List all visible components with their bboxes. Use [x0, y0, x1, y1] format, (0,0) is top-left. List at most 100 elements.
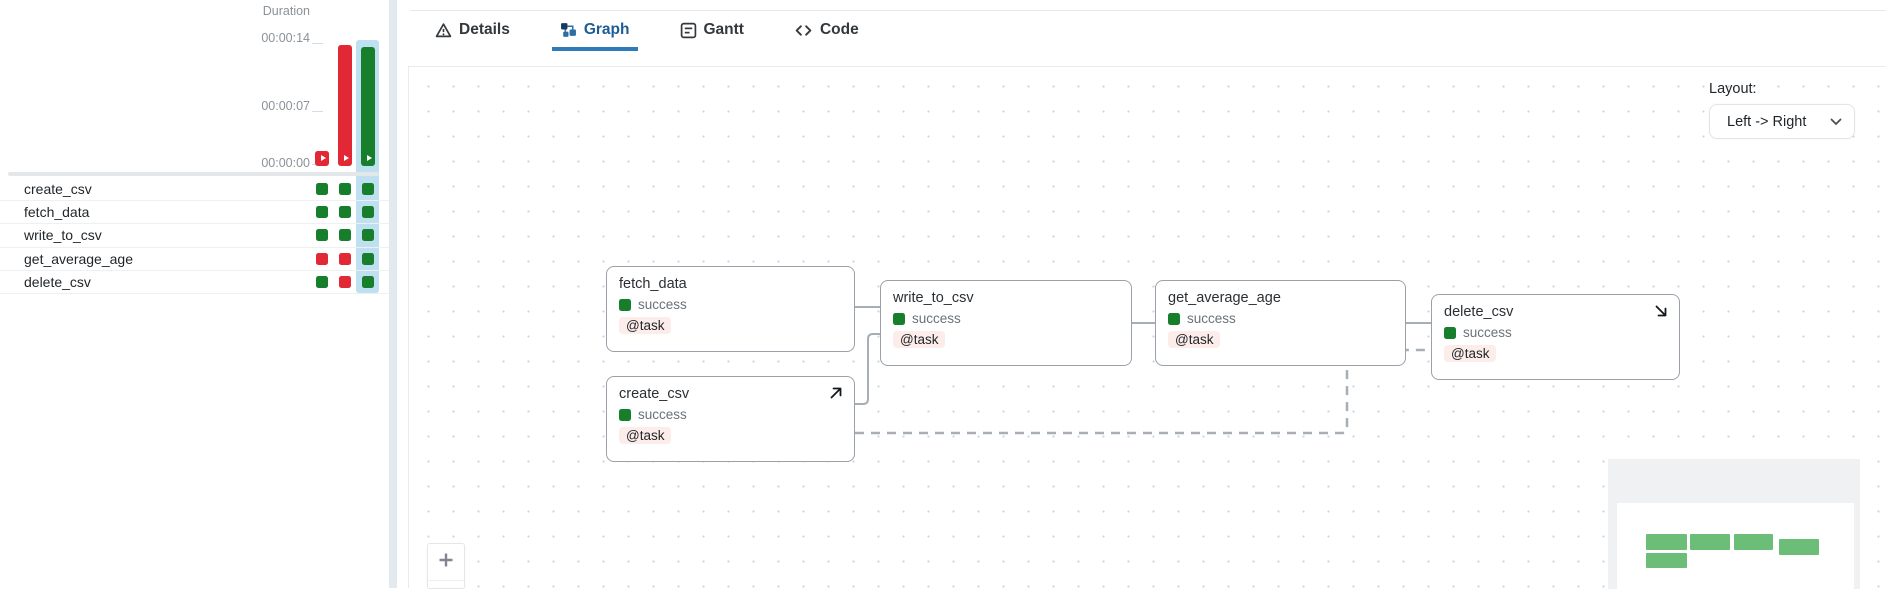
axis-tick — [312, 43, 323, 44]
task-instance-square[interactable] — [316, 275, 328, 288]
task-instance-square[interactable] — [362, 252, 374, 265]
task-instance-square[interactable] — [316, 183, 328, 195]
task-decorator-badge: @task — [619, 317, 672, 334]
code-icon — [794, 22, 813, 39]
task-instance-square[interactable] — [362, 183, 374, 195]
tab-label: Graph — [583, 21, 630, 38]
task-row: fetch_data — [0, 201, 389, 225]
tab-gantt[interactable]: Gantt — [672, 17, 752, 51]
layout-direction-select[interactable]: Left -> Right — [1709, 104, 1855, 139]
task-row: get_average_age — [0, 248, 389, 271]
graph-node-create-csv[interactable]: create_csv success @task — [606, 376, 855, 462]
edge-create-to-write — [855, 333, 880, 405]
task-name[interactable]: get_average_age — [24, 250, 133, 267]
task-row: write_to_csv — [0, 224, 389, 248]
node-status: success — [619, 297, 842, 312]
node-status-label: success — [1463, 325, 1512, 340]
axis-label-07: 00:00:07 — [261, 99, 310, 113]
layout-select-value: Left -> Right — [1727, 113, 1807, 130]
gantt-icon — [680, 22, 697, 39]
tab-label: Code — [819, 21, 859, 38]
tab-graph[interactable]: Graph — [551, 17, 638, 51]
node-title: delete_csv — [1444, 304, 1514, 320]
zoom-out-button[interactable] — [428, 581, 464, 588]
arrow-up-right-icon[interactable] — [828, 385, 844, 406]
panel-resize-handle[interactable] — [389, 0, 397, 588]
tab-bar: Details Graph Gantt Code — [427, 17, 867, 51]
task-instance-square[interactable] — [316, 229, 328, 242]
task-instance-square[interactable] — [362, 206, 374, 219]
axis-tick — [312, 111, 323, 112]
minimap-node — [1690, 534, 1730, 550]
node-status: success — [1168, 311, 1393, 326]
tab-label: Gantt — [703, 21, 744, 38]
grid-divider — [8, 172, 379, 176]
task-name[interactable]: delete_csv — [24, 273, 91, 290]
layout-label: Layout: — [1709, 81, 1757, 97]
node-title: get_average_age — [1168, 290, 1281, 306]
run-duration-bar-wrap — [338, 45, 352, 166]
task-decorator-badge: @task — [619, 427, 672, 444]
play-icon — [320, 155, 326, 161]
run-state-button[interactable] — [338, 151, 352, 165]
task-name[interactable]: write_to_csv — [24, 227, 102, 244]
run-duration-bar-wrap — [361, 45, 375, 166]
grid-panel: Duration 00:00:14 00:00:07 00:00:00 crea… — [0, 0, 389, 588]
task-instance-square[interactable] — [339, 275, 351, 288]
node-status-label: success — [1187, 311, 1236, 326]
task-decorator-badge: @task — [1168, 331, 1221, 348]
graph-canvas[interactable]: Layout: Left -> Right fetch_data success… — [408, 66, 1886, 589]
success-status-icon — [1444, 326, 1456, 339]
node-title: fetch_data — [619, 276, 687, 292]
duration-axis-title: Duration — [262, 4, 310, 18]
task-decorator-badge: @task — [1444, 345, 1497, 362]
node-title: write_to_csv — [893, 290, 974, 306]
graph-node-delete-csv[interactable]: delete_csv success @task — [1431, 294, 1680, 380]
task-instance-square[interactable] — [362, 275, 374, 288]
task-instance-square[interactable] — [362, 229, 374, 242]
task-decorator-badge: @task — [893, 331, 946, 348]
zoom-in-button[interactable] — [428, 544, 464, 581]
task-instance-square[interactable] — [316, 206, 328, 219]
header-divider — [410, 10, 1886, 11]
success-status-icon — [1168, 312, 1180, 325]
graph-node-fetch-data[interactable]: fetch_data success @task — [606, 266, 855, 352]
tab-label: Details — [459, 21, 510, 38]
node-status: success — [619, 407, 842, 422]
success-status-icon — [619, 408, 631, 421]
run-duration-bar-wrap — [315, 45, 329, 166]
node-status: success — [893, 311, 1119, 326]
run-duration-bar[interactable] — [361, 46, 375, 166]
task-rows: create_csv fetch_data write_to_csv get_a… — [0, 178, 389, 294]
tab-details[interactable]: Details — [427, 17, 518, 51]
axis-label-14: 00:00:14 — [261, 31, 310, 45]
graph-node-write-to-csv[interactable]: write_to_csv success @task — [880, 280, 1132, 366]
task-instance-square[interactable] — [339, 183, 351, 195]
task-name[interactable]: fetch_data — [24, 204, 90, 221]
plus-icon — [437, 551, 455, 574]
arrow-down-right-icon[interactable] — [1653, 303, 1669, 324]
tab-code[interactable]: Code — [786, 17, 867, 51]
play-icon — [343, 155, 349, 161]
success-status-icon — [619, 298, 631, 311]
minimap-node — [1646, 553, 1687, 568]
node-status: success — [1444, 325, 1667, 340]
run-state-button[interactable] — [361, 151, 375, 165]
task-instance-square[interactable] — [339, 206, 351, 219]
task-name[interactable]: create_csv — [24, 181, 92, 197]
axis-label-00: 00:00:00 — [261, 156, 310, 170]
layout-control: Layout: Left -> Right — [1709, 81, 1855, 139]
chevron-down-icon — [1830, 114, 1842, 130]
task-instance-square[interactable] — [316, 252, 328, 265]
node-title: create_csv — [619, 386, 690, 402]
task-instance-square[interactable] — [339, 229, 351, 242]
graph-node-get-average-age[interactable]: get_average_age success @task — [1155, 280, 1406, 366]
run-duration-bar[interactable] — [338, 45, 352, 166]
run-state-button[interactable] — [315, 151, 329, 165]
minimap-node — [1734, 534, 1773, 550]
task-instance-square[interactable] — [339, 252, 351, 265]
task-row: create_csv — [0, 178, 389, 202]
success-status-icon — [893, 312, 905, 325]
minimap[interactable] — [1608, 459, 1860, 589]
node-status-label: success — [912, 311, 961, 326]
